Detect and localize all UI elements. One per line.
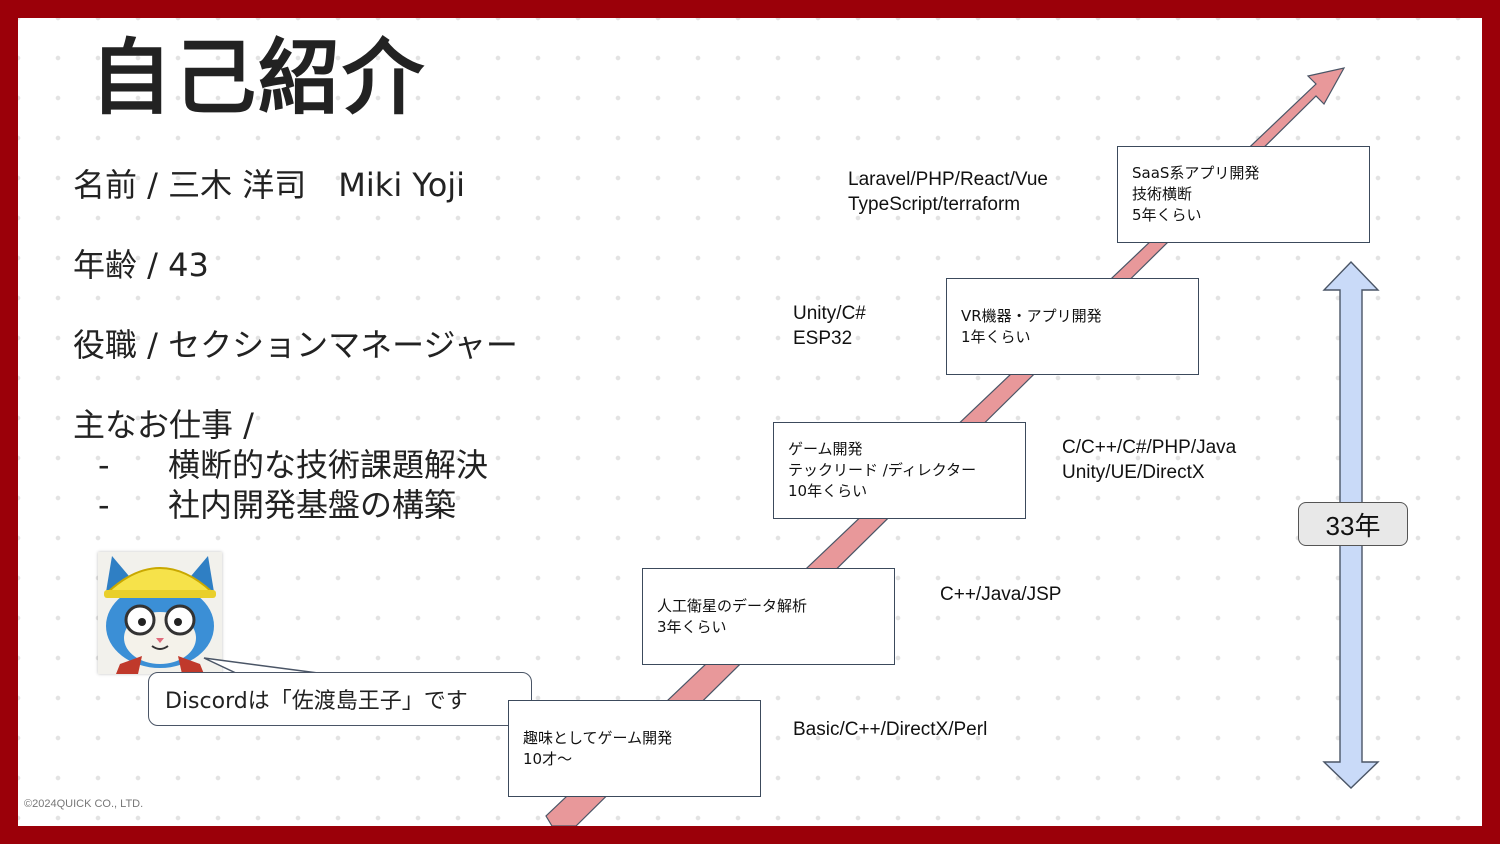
box-line: 人工衛星のデータ解析 (657, 596, 808, 615)
tech-stack: Laravel/PHP/React/Vue TypeScript/terrafo… (848, 168, 1048, 217)
page-title: 自己紹介 (90, 31, 427, 126)
tech-stack: C++/Java/JSP (940, 583, 1061, 608)
tech-line: C++/Java/JSP (940, 584, 1062, 605)
box-line: SaaS系アプリ開発 (1132, 164, 1260, 182)
work-item: - 社内開発基盤の構築 (98, 480, 456, 526)
role-text: 役職 / セクションマネージャー (73, 326, 518, 364)
tech-line: Unity/UE/DirectX (1062, 461, 1205, 483)
work-heading: 主なお仕事 / (73, 406, 254, 444)
tech-line: C/C++/C#/PHP/Java (1062, 437, 1237, 458)
work-item: - 横断的な技術課題解決 (98, 440, 488, 486)
box-line: 10年くらい (788, 482, 868, 500)
name-text: 名前 / 三木 洋司 Miki Yoji (73, 166, 466, 204)
tech-stack: C/C++/C#/PHP/Java Unity/UE/DirectX (1062, 436, 1236, 485)
box-line: 5年くらい (1132, 206, 1202, 224)
copyright: ©2024QUICK CO., LTD. (24, 798, 144, 810)
timeline-box: SaaS系アプリ開発 技術横断 5年くらい (1117, 146, 1370, 243)
box-line: 3年くらい (657, 617, 727, 636)
speech-bubble: Discordは「佐渡島王子」です (148, 672, 532, 726)
box-line: 10才～ (523, 749, 573, 768)
tech-line: Laravel/PHP/React/Vue (848, 169, 1048, 190)
age-text: 年齢 / 43 (73, 246, 209, 284)
tech-line: Basic/C++/DirectX/Perl (793, 719, 988, 740)
work-item-label: 社内開発基盤の構築 (168, 486, 457, 524)
box-line: 技術横断 (1132, 185, 1193, 203)
tech-line: TypeScript/terraform (848, 193, 1021, 215)
cat-avatar-icon (104, 556, 216, 674)
box-line: テックリード /ディレクター (788, 461, 977, 479)
timeline-box: ゲーム開発 テックリード /ディレクター 10年くらい (773, 422, 1026, 519)
tech-stack: Basic/C++/DirectX/Perl (793, 718, 987, 743)
tech-stack: Unity/C# ESP32 (793, 302, 866, 351)
tech-line: ESP32 (793, 327, 853, 349)
avatar (98, 552, 222, 674)
work-item-label: 横断的な技術課題解決 (168, 446, 489, 484)
box-line: 1年くらい (961, 327, 1031, 346)
box-line: VR機器・アプリ開発 (961, 306, 1102, 325)
timeline-box: 趣味としてゲーム開発 10才～ (508, 700, 761, 797)
timeline-box: VR機器・アプリ開発 1年くらい (946, 278, 1199, 375)
box-line: 趣味としてゲーム開発 (523, 728, 673, 747)
bullet-dash: - (98, 446, 110, 484)
tech-line: Unity/C# (793, 303, 866, 324)
slide: 自己紹介 名前 / 三木 洋司 Miki Yoji 年齢 / 43 役職 / セ… (18, 18, 1482, 826)
span-label: 33年 (1298, 502, 1408, 546)
bullet-dash: - (98, 486, 110, 524)
box-line: ゲーム開発 (788, 440, 863, 458)
timeline-box: 人工衛星のデータ解析 3年くらい (642, 568, 895, 665)
